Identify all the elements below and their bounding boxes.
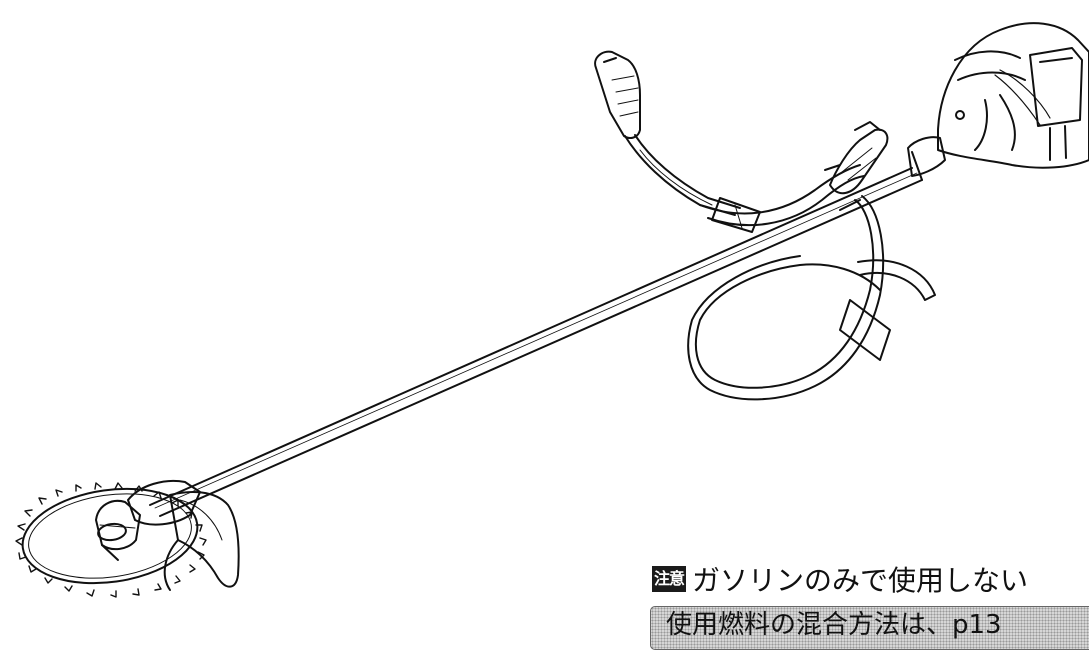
left-grip xyxy=(594,50,741,216)
handle-bar xyxy=(699,164,865,233)
caution-text: ガソリンのみで使用しない xyxy=(692,564,1029,597)
shaft xyxy=(149,167,923,517)
right-grip xyxy=(824,121,889,195)
fuel-mixing-info-box: 使用燃料の混合方法は、p13 xyxy=(650,606,1089,650)
shoulder-strap xyxy=(687,195,936,401)
brush-cutter-illustration xyxy=(15,22,1089,598)
info-box-text: 使用燃料の混合方法は、p13 xyxy=(666,610,1002,640)
blade-guard xyxy=(163,491,240,591)
saw-blade xyxy=(15,482,207,598)
caution-notice: 注意 ガソリンのみで使用しない xyxy=(652,562,1029,597)
engine-unit xyxy=(907,22,1089,181)
caution-badge: 注意 xyxy=(652,566,687,592)
